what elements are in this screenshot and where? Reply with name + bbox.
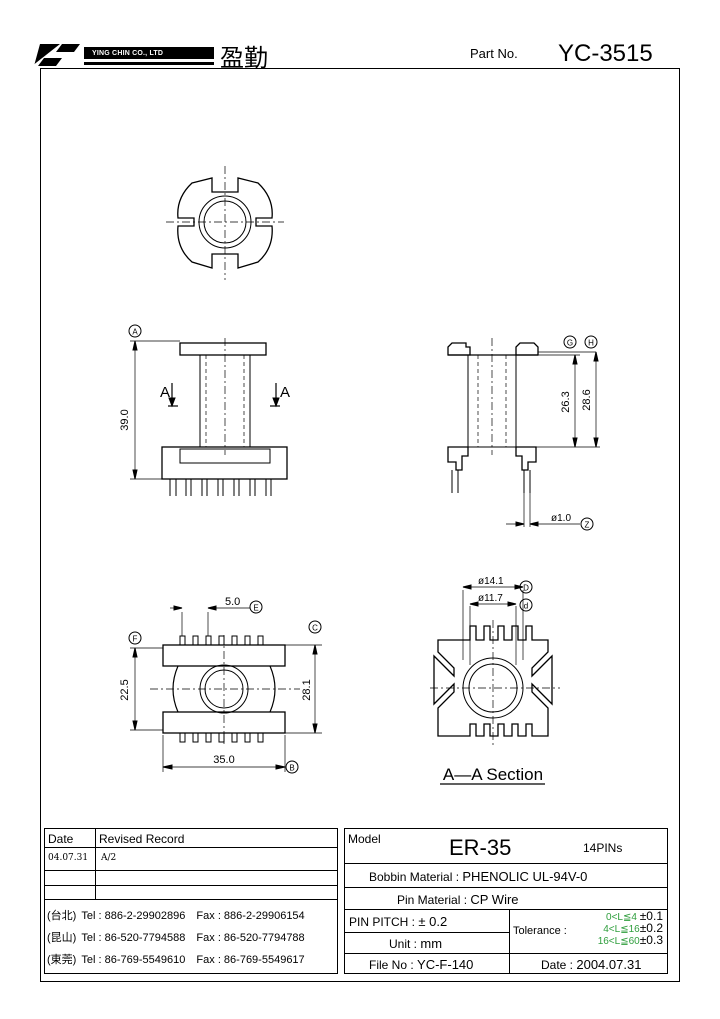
unit: Unit : mm [389,936,443,951]
circ-a-label: A [132,328,138,337]
circ-h-label: H [588,339,594,348]
pin-pitch: PIN PITCH : ± 0.2 [349,914,448,929]
pins-value: 14PINs [583,841,623,855]
tolerance-label: Tolerance : [513,925,567,937]
dim-22-5: 22.5 [119,679,131,700]
file-no: File No : YC-F-140 [369,957,474,972]
section-label: A—A Section [443,765,543,784]
circ-c-label: C [312,624,318,633]
circ-d-lower-label: d [524,602,528,611]
circ-g-label: G [567,339,573,348]
contact-row: (東莞) Tel : 86-769-5549610 Fax : 86-769-5… [47,954,305,966]
drawing-date: Date : 2004.07.31 [541,957,642,972]
tolerance-row: 4<L≦16±0.2 [603,921,663,935]
top-view [166,166,284,280]
revision-table: Date Revised Record 04.07.31 A/2 (台北) Te… [44,828,338,974]
model-value: ER-35 [449,835,512,860]
tolerance-table: 0<L≦4 ±0.1 4<L≦16±0.2 16<L≦60±0.3 [575,909,663,947]
revision-record: A/2 [101,853,117,863]
section-mark-right: A [280,384,290,401]
dim-phi-11-7: ø11.7 [478,593,503,604]
spec-table: Model ER-35 14PINs Bobbin Material : PHE… [344,828,668,974]
model-label: Model [348,832,381,846]
dim-28-6: 28.6 [581,389,593,410]
pin-material: Pin Material : CP Wire [397,892,519,907]
circ-b-label: B [289,764,294,773]
section-mark-left: A [160,384,170,401]
front-view [128,324,288,496]
tolerance-row: 16<L≦60±0.3 [597,933,663,947]
revision-date: 04.07.31 [48,853,89,863]
company-name: YING CHIN CO., LTD [92,50,164,57]
dim-phi-1-0: ø1.0 [551,513,571,524]
contact-row: (台北) Tel : 886-2-29902896 Fax : 886-2-29… [47,910,305,922]
dim-phi-14-1: ø14.1 [478,576,504,587]
bottom-view [128,600,322,774]
company-logo [32,44,214,66]
dim-35-0: 35.0 [213,754,234,766]
dim-5-0: 5.0 [225,596,240,608]
dim-39: 39.0 [119,409,131,430]
circ-z-label: Z [585,521,590,530]
circ-f-label: F [133,635,138,644]
part-no-label: Part No. [470,46,518,61]
drawing-frame [40,68,680,982]
record-header: Revised Record [99,832,185,846]
tolerance-row: 0<L≦4 ±0.1 [606,909,663,923]
section-view [430,580,560,785]
circ-e-label: E [253,604,258,613]
side-view [447,335,600,531]
circ-d-upper-label: D [523,584,529,593]
dim-26-3: 26.3 [560,391,572,412]
date-header: Date [48,832,74,846]
dim-28-1: 28.1 [301,679,313,700]
contact-row: (昆山) Tel : 86-520-7794588 Fax : 86-520-7… [47,932,305,944]
company-cjk-name: 盈勤 [220,44,268,72]
bobbin-material: Bobbin Material : PHENOLIC UL-94V-0 [369,869,588,884]
part-no: YC-3515 [558,40,653,67]
